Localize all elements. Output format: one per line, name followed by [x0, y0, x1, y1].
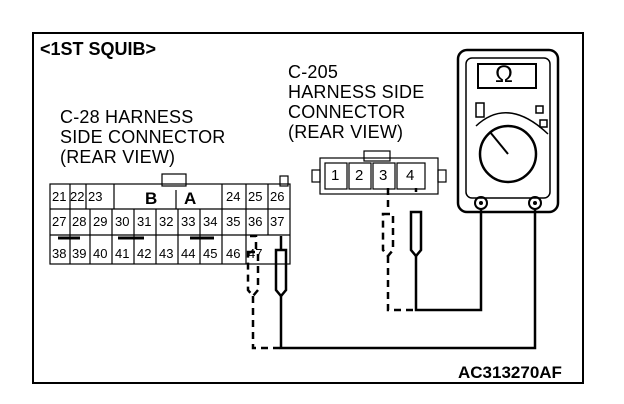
c205-label-line-2: HARNESS SIDE — [288, 82, 425, 102]
c205-latch — [363, 150, 391, 162]
diagram-title: <1ST SQUIB> — [40, 39, 157, 59]
ohm-symbol: Ω — [495, 61, 513, 88]
c28-pin-36: 36 — [248, 214, 263, 229]
c28-pin-28: 28 — [72, 214, 87, 229]
c28-pin-47: 47 — [248, 246, 263, 261]
c28-pin-22: 22 — [70, 189, 85, 204]
dashed-test-lead — [246, 188, 416, 350]
c28-pin-a: A — [184, 189, 197, 208]
c28-pin-46: 46 — [226, 246, 241, 261]
c28-pin-45: 45 — [203, 246, 218, 261]
c28-connector — [49, 173, 291, 265]
c28-pin-30: 30 — [115, 214, 130, 229]
c205-pin-1: 1 — [331, 167, 340, 184]
c28-pin-31: 31 — [137, 214, 152, 229]
c205-connector — [311, 150, 447, 195]
c28-pin-43: 43 — [159, 246, 174, 261]
c28-pin-24: 24 — [226, 189, 241, 204]
c28-label-line-3: (REAR VIEW) — [60, 147, 176, 167]
solid-test-lead — [274, 188, 537, 350]
c28-pin-23: 23 — [88, 189, 103, 204]
c28-pin-27: 27 — [52, 214, 67, 229]
c205-pin-4: 4 — [406, 167, 415, 184]
c205-label-line-4: (REAR VIEW) — [288, 122, 404, 142]
c28-pin-25: 25 — [248, 189, 263, 204]
ohmmeter-jacks — [479, 201, 537, 205]
c28-pin-b: B — [145, 189, 158, 208]
figure-code: AC313270AF — [458, 363, 562, 382]
c205-label-line-3: CONNECTOR — [288, 102, 406, 122]
c28-pin-29: 29 — [93, 214, 108, 229]
c28-label-line-2: SIDE CONNECTOR — [60, 127, 226, 147]
c28-pin-38: 38 — [52, 246, 67, 261]
c28-pin-34: 34 — [203, 214, 218, 229]
c205-pin-2: 2 — [355, 167, 364, 184]
c28-pin-32: 32 — [159, 214, 174, 229]
c28-pin-35: 35 — [226, 214, 241, 229]
c28-pin-21: 21 — [52, 189, 67, 204]
c28-pin-44: 44 — [181, 246, 196, 261]
ohmmeter-icon — [456, 48, 560, 214]
c28-pin-41: 41 — [115, 246, 130, 261]
c205-label-line-1: C-205 — [288, 62, 339, 82]
c28-pin-42: 42 — [137, 246, 152, 261]
c28-pin-37: 37 — [270, 214, 285, 229]
diagram-frame — [32, 32, 584, 384]
c28-pin-39: 39 — [72, 246, 87, 261]
c28-body — [49, 183, 291, 265]
c28-latch — [161, 173, 187, 187]
c28-label-line-1: C-28 HARNESS — [60, 107, 194, 127]
c205-pin-3: 3 — [379, 167, 388, 184]
c28-pin-26: 26 — [270, 189, 285, 204]
c28-pin-40: 40 — [93, 246, 108, 261]
c28-pin-33: 33 — [181, 214, 196, 229]
c28-corner-tab — [279, 175, 289, 187]
